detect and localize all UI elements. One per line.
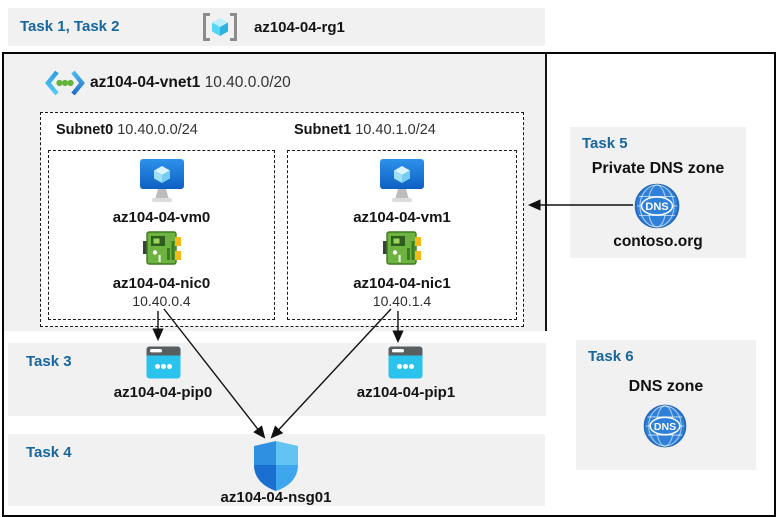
nsg-label: az104-04-nsg01 (220, 489, 332, 506)
subnet1-name: Subnet1 (294, 122, 352, 138)
resource-group-icon (200, 12, 240, 42)
subnet0-cidr: 10.40.0.0/24 (117, 122, 198, 138)
vnet-cidr: 10.40.0.0/20 (204, 74, 291, 91)
pip0-label: az104-04-pip0 (113, 384, 213, 401)
task6-label: Task 6 (588, 348, 634, 365)
pip1-label: az104-04-pip1 (356, 384, 456, 401)
top-band: Task 1, Task 2 az104-04-rg1 (8, 8, 545, 46)
pip1-icon (388, 346, 423, 379)
vnet-title: az104-04-vnet1 10.40.0.0/20 (90, 74, 291, 92)
task-1-2-label: Task 1, Task 2 (20, 18, 120, 35)
vm1-icon (378, 157, 426, 205)
vm0-icon (138, 157, 186, 205)
private-dns-icon-text: DNS (645, 201, 668, 213)
subnet0-header: Subnet0 10.40.0.0/24 (56, 122, 198, 138)
resource-group-name: az104-04-rg1 (254, 19, 345, 36)
dns-zone-title: DNS zone (628, 378, 704, 395)
nic1-icon (382, 228, 422, 268)
vm1-label: az104-04-vm1 (353, 209, 451, 226)
nsg-shield-icon (254, 441, 298, 491)
task6-box: Task 6 DNS zone DNS (576, 340, 756, 470)
task3-band: Task 3 az104-04-pip0 az104-04-pip1 (8, 343, 546, 416)
subnet0-name: Subnet0 (56, 122, 114, 138)
dns-zone-icon-text: DNS (654, 421, 676, 433)
subnet0-box: az104-04-vm0 az104-04-nic0 10.40.0.4 (48, 150, 275, 320)
private-dns-icon: DNS (634, 183, 680, 229)
pip0-icon (146, 346, 181, 379)
vnet-name: az104-04-vnet1 (90, 74, 201, 91)
task4-label: Task 4 (26, 444, 72, 461)
dns-zone-icon: DNS (643, 404, 687, 448)
nic0-ip: 10.40.0.4 (132, 293, 191, 309)
nic1-ip: 10.40.1.4 (372, 293, 432, 309)
nic1-label: az104-04-nic1 (353, 275, 451, 292)
task3-label: Task 3 (26, 353, 72, 370)
private-dns-zone-name: contoso.org (613, 233, 703, 250)
task5-label: Task 5 (582, 135, 628, 152)
subnet1-box: az104-04-vm1 az104-04-nic1 10.40.1.4 (287, 150, 517, 320)
private-dns-zone-title: Private DNS zone (591, 160, 725, 177)
task5-box: Task 5 Private DNS zone DNS contoso.org (570, 127, 746, 258)
task4-band: Task 4 az104-04-nsg01 (8, 434, 545, 506)
vnet-icon (44, 67, 86, 99)
subnet1-cidr: 10.40.1.0/24 (355, 122, 436, 138)
vm0-label: az104-04-vm0 (112, 209, 211, 226)
nic0-icon (142, 228, 182, 268)
nic0-label: az104-04-nic0 (112, 275, 211, 292)
subnet1-header: Subnet1 10.40.1.0/24 (294, 122, 436, 138)
